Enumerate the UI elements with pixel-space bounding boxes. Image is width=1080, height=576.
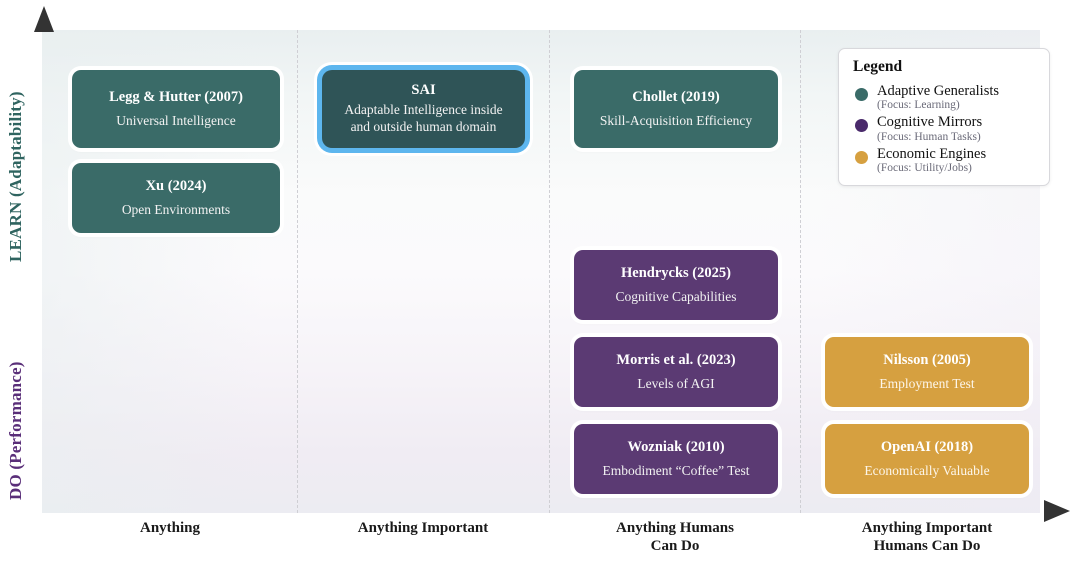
column-separator-1 <box>297 30 298 513</box>
card-subtitle: Levels of AGI <box>637 375 715 391</box>
x-axis-label-3: Anything Humans Can Do <box>575 519 775 556</box>
card-title: Hendrycks (2025) <box>621 265 731 282</box>
x-axis-label-1-text: Anything <box>139 520 201 536</box>
y-axis-label-do: DO (Performance) <box>6 361 25 500</box>
legend-panel: Legend Adaptive Generalists (Focus: Lear… <box>838 48 1050 186</box>
card-chollet[interactable]: Chollet (2019) Skill-Acquisition Efficie… <box>574 70 778 148</box>
legend-item-economic-engines[interactable]: Economic Engines (Focus: Utility/Jobs) <box>851 145 1037 174</box>
legend-item-adaptive-generalists[interactable]: Adaptive Generalists (Focus: Learning) <box>851 83 1037 112</box>
column-separator-3 <box>800 30 801 513</box>
x-axis-label-2-text: Anything Important <box>357 520 489 536</box>
arrow-up-icon <box>34 6 54 32</box>
card-title: SAI <box>411 81 436 98</box>
card-title: Nilsson (2005) <box>883 352 971 369</box>
x-axis-label-3-line-1: Anything Humans <box>616 520 734 536</box>
card-title: Legg & Hutter (2007) <box>109 89 243 106</box>
x-axis-label-1: Anything <box>70 519 270 537</box>
legend-item-label: Adaptive Generalists <box>877 83 1000 99</box>
card-title: Morris et al. (2023) <box>616 352 736 369</box>
legend-item-cognitive-mirrors[interactable]: Cognitive Mirrors (Focus: Human Tasks) <box>851 114 1037 143</box>
card-subtitle: Universal Intelligence <box>116 112 236 128</box>
card-nilsson[interactable]: Nilsson (2005) Employment Test <box>825 337 1029 407</box>
card-title: Chollet (2019) <box>632 89 720 106</box>
x-axis-label-2: Anything Important <box>323 519 523 537</box>
card-wozniak[interactable]: Wozniak (2010) Embodiment “Coffee” Test <box>574 424 778 494</box>
legend-title: Legend <box>853 58 903 75</box>
card-title: OpenAI (2018) <box>880 439 974 456</box>
card-subtitle: Economically Valuable <box>864 462 990 478</box>
x-axis-label-4: Anything Important Humans Can Do <box>827 519 1027 556</box>
card-hendrycks[interactable]: Hendrycks (2025) Cognitive Capabilities <box>574 250 778 320</box>
card-subtitle: Embodiment “Coffee” Test <box>602 462 750 478</box>
legend-item-focus: (Focus: Human Tasks) <box>877 130 981 143</box>
card-morris[interactable]: Morris et al. (2023) Levels of AGI <box>574 337 778 407</box>
legend-item-focus: (Focus: Utility/Jobs) <box>877 161 972 174</box>
card-subtitle-line-2: and outside human domain <box>350 119 497 135</box>
arrow-right-icon <box>1044 500 1070 522</box>
card-title: Wozniak (2010) <box>627 439 725 456</box>
card-subtitle: Open Environments <box>121 201 231 217</box>
card-legg-hutter[interactable]: Legg & Hutter (2007) Universal Intellige… <box>72 70 280 148</box>
card-subtitle-line-1: Adaptable Intelligence inside <box>344 102 503 118</box>
legend-item-label: Economic Engines <box>877 145 987 162</box>
card-subtitle: Skill-Acquisition Efficiency <box>599 112 753 128</box>
legend-dot-icon <box>855 88 868 101</box>
card-sai[interactable]: SAI Adaptable Intelligence inside and ou… <box>322 70 525 148</box>
card-xu[interactable]: Xu (2024) Open Environments <box>72 163 280 233</box>
card-subtitle: Employment Test <box>879 375 975 391</box>
card-title: Xu (2024) <box>145 178 207 195</box>
legend-item-label: Cognitive Mirrors <box>877 114 983 131</box>
x-axis-label-4-line-2: Humans Can Do <box>873 538 981 555</box>
legend-dot-icon <box>855 119 868 133</box>
legend-dot-icon <box>855 150 868 164</box>
column-separator-2 <box>549 30 550 513</box>
card-openai[interactable]: OpenAI (2018) Economically Valuable <box>825 424 1029 494</box>
card-subtitle: Cognitive Capabilities <box>615 288 737 304</box>
x-axis-label-4-line-1: Anything Important <box>861 520 993 536</box>
legend-item-focus: (Focus: Learning) <box>877 99 960 112</box>
x-axis-label-3-line-2: Can Do <box>650 538 700 555</box>
y-axis-label-learn: LEARN (Adaptability) <box>6 91 25 262</box>
